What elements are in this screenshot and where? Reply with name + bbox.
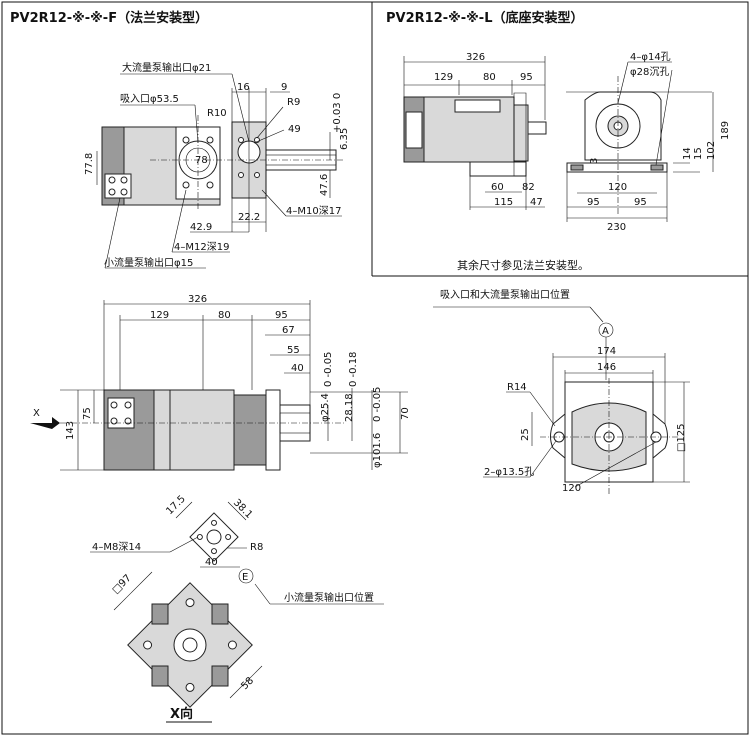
foot-side-view [403,56,547,210]
x-direction-view [90,501,384,708]
dim-42-9: 42.9 [190,222,212,233]
side-dim-25-4: φ25.4 [320,393,331,422]
foot-label-cbore: φ28沉孔 [630,65,669,78]
label-suction: 吸入口φ53.5 [120,94,179,105]
side-dim-28-18: 28.18 [344,393,355,422]
foot-dim-95b: 95 [634,197,647,208]
foot-dim-47: 47 [530,197,543,208]
x-label-small-outlet: 小流量泵输出口位置 [284,591,374,604]
side-view [30,300,408,471]
foot-label-hole: 4–φ14孔 [630,51,671,63]
end-dim-120: 120 [562,483,581,494]
dim-77-8: 77.8 [84,153,95,175]
end-marker-a: A [602,326,609,337]
title-foot: PV2R12-※-※-L（底座安装型） [386,10,583,26]
flange-end-view [433,306,690,495]
foot-dim-14: 14 [682,147,693,160]
foot-dim-230: 230 [607,222,626,233]
foot-dim-189: 189 [720,121,731,140]
foot-dim-82: 82 [522,182,535,193]
side-dim-326: 326 [188,294,207,305]
side-dim-129: 129 [150,310,169,321]
end-label-holes: 2–φ13.5孔 [484,466,534,478]
side-dim-67: 67 [282,325,295,336]
foot-end-view [566,61,714,222]
foot-dim-80: 80 [483,72,496,83]
label-small-outlet: 小流量泵输出口φ15 [104,256,193,269]
side-tol-101-6: 0 -0.05 [372,387,383,422]
x-dim-r8: R8 [250,542,263,553]
foot-dim-95: 95 [520,72,533,83]
foot-dim-129: 129 [434,72,453,83]
side-tol-25-4: 0 -0.05 [323,352,334,387]
dim-r10: R10 [207,108,227,119]
end-dim-125: □125 [676,423,687,452]
side-dim-70: 70 [400,407,411,420]
dim-9: 9 [281,82,287,93]
foot-dim-120: 120 [608,182,627,193]
x-dim-17-5: 17.5 [164,494,188,518]
flange-front-view [96,73,345,269]
x-dim-38-1: 38.1 [231,497,255,521]
foot-dim-15: 15 [693,147,704,160]
end-dim-174: 174 [597,346,616,357]
label-m10: 4–M10深17 [286,205,341,217]
dim-r9: R9 [287,97,300,108]
x-dim-40: 40 [205,557,218,568]
foot-dim-115: 115 [494,197,513,208]
side-dim-40: 40 [291,363,304,374]
side-dim-95: 95 [275,310,288,321]
dim-47-6: 47.6 [319,174,330,196]
side-dim-143: 143 [65,421,76,440]
tol-6-35: +0.03 0 [332,93,343,133]
side-tol-28-18: 0 -0.18 [348,352,359,387]
end-dim-25: 25 [520,428,531,441]
label-large-outlet: 大流量泵输出口φ21 [122,61,211,74]
foot-dim-102: 102 [706,141,717,160]
dim-78: 78 [195,155,208,166]
side-x-marker: X [33,408,40,419]
end-dim-r14: R14 [507,382,527,393]
x-dim-97: □97 [110,573,133,596]
title-flange: PV2R12-※-※-F（法兰安装型） [10,10,208,26]
dim-16: 16 [237,82,250,93]
dim-49: 49 [288,124,301,135]
foot-dim-60: 60 [491,182,504,193]
foot-dim-95a: 95 [587,197,600,208]
dim-22-2: 22.2 [238,212,260,223]
end-label-suction-outlet: 吸入口和大流量泵输出口位置 [440,288,570,301]
x-caption: X向 [170,706,193,722]
side-dim-101-6: φ101.6 [372,433,383,468]
x-marker-e: E [242,572,248,583]
x-label-m8: 4–M8深14 [92,541,141,553]
foot-dim-3: 3 [589,158,600,164]
label-m12: 4–M12深19 [174,241,229,253]
end-dim-146: 146 [597,362,616,373]
side-dim-55: 55 [287,345,300,356]
foot-note: 其余尺寸参见法兰安装型。 [457,258,589,272]
side-dim-80: 80 [218,310,231,321]
dim-6-35: 6.35 [339,128,350,150]
side-dim-75: 75 [82,407,93,420]
foot-dim-326: 326 [466,52,485,63]
x-dim-58: 58 [239,675,256,692]
